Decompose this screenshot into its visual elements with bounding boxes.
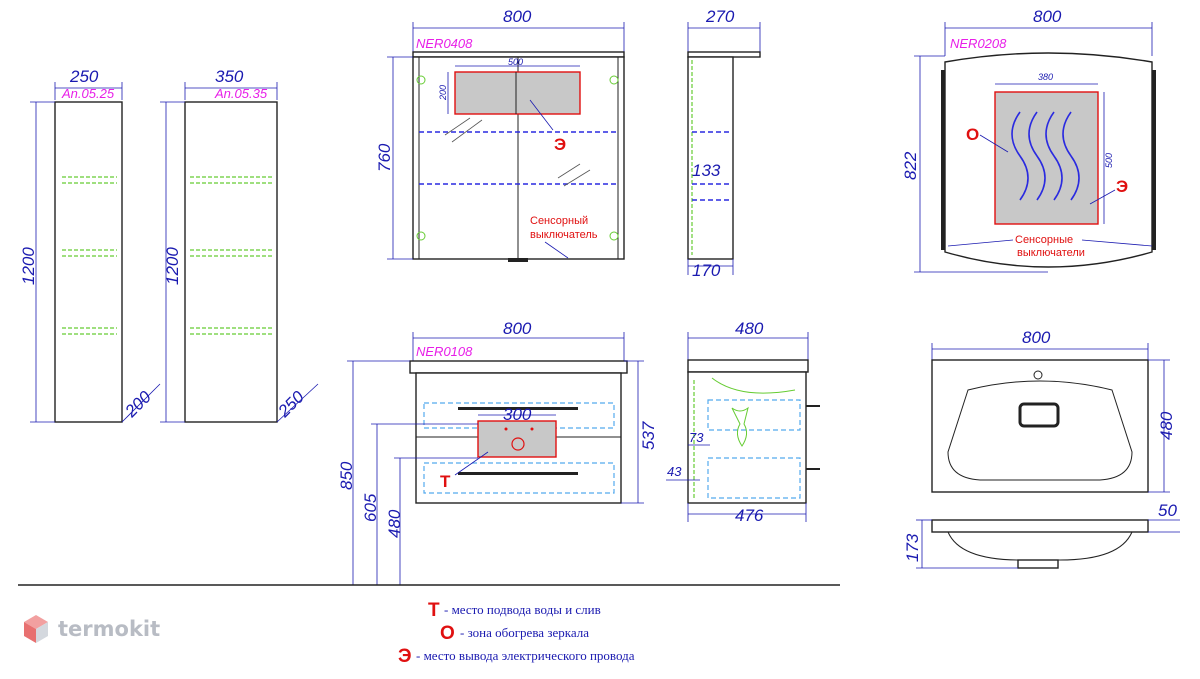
basin-depth: 480	[1157, 411, 1176, 440]
mirror2-switch-label-1: Сенсорные	[1015, 234, 1073, 246]
mirror-cabinet-front: 800 NER0408 500 200 Э Сенсорный выключат…	[375, 7, 625, 262]
basin-width: 800	[1022, 328, 1051, 347]
mirror2-mark-e: Э	[1116, 177, 1128, 196]
cab350-depth: 250	[274, 387, 309, 422]
vanity-side-dim-73: 73	[689, 430, 704, 445]
cab350-code: An.05.35	[214, 86, 268, 101]
vanity-floor-h3: 480	[385, 509, 404, 538]
basin-side: 50 173	[903, 501, 1180, 569]
cab250-code: An.05.25	[61, 86, 115, 101]
legend-text-e: - место вывода электрического провода	[416, 648, 635, 663]
mirror2-code: NER0208	[950, 36, 1007, 51]
mirror-box-height: 200	[438, 85, 448, 101]
vanity-floor-h2: 605	[361, 493, 380, 522]
legend-mark-e: Э	[398, 646, 412, 667]
vanity-side-dim-43: 43	[667, 464, 682, 479]
basin-rim: 50	[1158, 501, 1177, 520]
mirror-side-depth-top: 270	[705, 7, 735, 26]
vanity-front: 800 NER0108 300 Т 537 850 605 480	[337, 319, 658, 585]
heated-mirror: 800 NER0208 380 500 О Э Сенсорные выключ…	[901, 7, 1156, 273]
basin-top: 800 480	[931, 328, 1176, 493]
vanity-side-depth-bottom: 476	[735, 506, 764, 525]
mirror-height: 760	[375, 143, 394, 172]
tall-cabinet-250: 250 An.05.25 1200 200	[19, 67, 161, 423]
cube-logo-icon	[24, 615, 48, 643]
vanity-height: 537	[639, 421, 658, 450]
tall-cabinet-350: 350 An.05.35 1200 250	[160, 67, 319, 423]
cab350-height: 1200	[163, 247, 182, 285]
legend-text-t: - место подвода воды и слив	[444, 602, 601, 617]
mirror-side-shelf: 133	[692, 161, 721, 180]
vanity-side: 480 73 43 476	[666, 319, 820, 525]
vanity-cut-width: 300	[503, 405, 532, 424]
mirror2-heat-height: 500	[1104, 153, 1114, 168]
mirror-code: NER0408	[416, 36, 473, 51]
cab250-width: 250	[69, 67, 99, 86]
mirror2-height: 822	[901, 151, 920, 180]
mirror-side-depth-bottom: 170	[692, 261, 721, 280]
mirror-switch-label-2: выключатель	[530, 229, 598, 241]
cab250-height: 1200	[19, 247, 38, 285]
legend-mark-t: Т	[428, 600, 440, 621]
mirror-box-width: 500	[508, 57, 523, 67]
watermark: termokit	[22, 613, 160, 645]
mirror-cabinet-side: 270 133 170	[687, 7, 761, 280]
cab350-width: 350	[215, 67, 244, 86]
vanity-code: NER0108	[416, 344, 473, 359]
legend-mark-o: О	[440, 623, 455, 644]
vanity-side-depth-top: 480	[735, 319, 764, 338]
basin-height: 173	[903, 533, 922, 562]
mirror2-width: 800	[1033, 7, 1062, 26]
mirror2-switch-label-2: выключатели	[1017, 247, 1085, 259]
mirror2-mark-o: О	[966, 125, 979, 144]
vanity-mark-t: Т	[440, 472, 451, 491]
vanity-width: 800	[503, 319, 532, 338]
vanity-floor-h1: 850	[337, 461, 356, 490]
cab250-depth: 200	[121, 387, 156, 422]
mirror2-heat-width: 380	[1038, 72, 1053, 82]
legend-text-o: - зона обогрева зеркала	[460, 625, 589, 640]
mirror-width: 800	[503, 7, 532, 26]
watermark-text: termokit	[58, 617, 161, 641]
mirror-switch-label-1: Сенсорный	[530, 215, 588, 227]
legend: Т - место подвода воды и слив О - зона о…	[398, 600, 635, 667]
mirror-mark-e: Э	[554, 135, 566, 154]
